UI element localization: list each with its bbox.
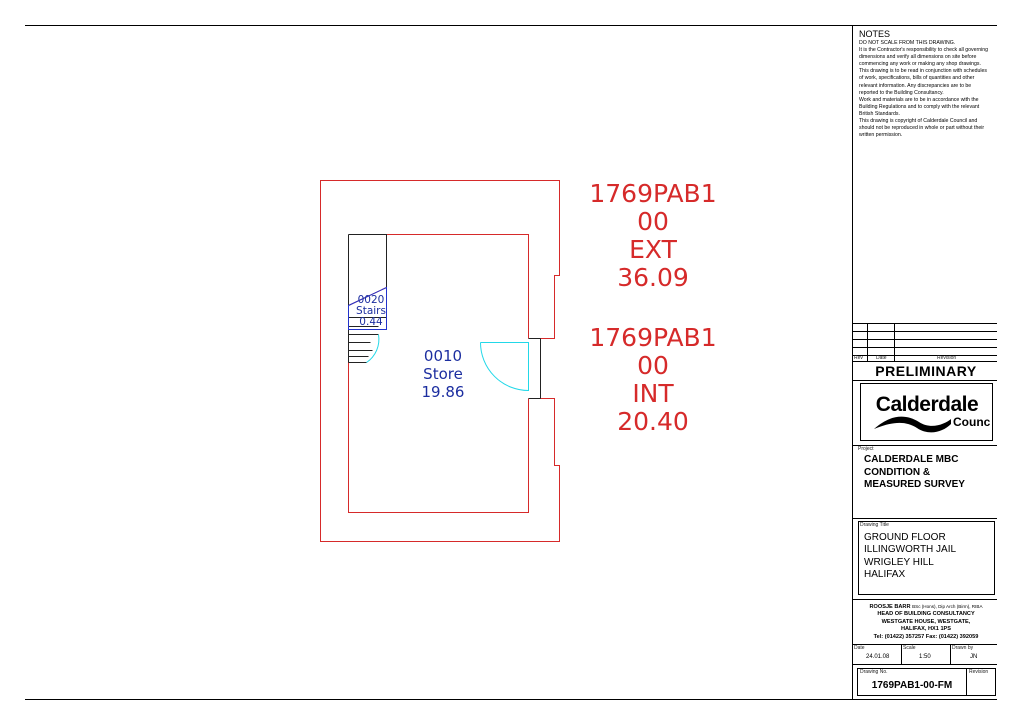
frame-top-line xyxy=(25,25,997,26)
stairs-area: 0.44 xyxy=(359,316,383,328)
int-area: 20.40 xyxy=(617,407,689,436)
room-name: Store xyxy=(423,365,463,383)
notes-line: This drawing is to be read in conjunctio… xyxy=(859,68,988,75)
int-floor: 00 xyxy=(637,351,669,380)
door-swing-stairs xyxy=(366,334,380,363)
frame-bottom-line xyxy=(25,699,997,700)
door-swing-main xyxy=(480,342,529,392)
date-column-header: Date xyxy=(876,355,887,361)
stairs-structure xyxy=(348,234,541,399)
stairs-outline xyxy=(348,234,387,363)
notes-line: This drawing is copyright of Calderdale … xyxy=(859,118,978,125)
room-label-stairs: 0020 Stairs 0.44 xyxy=(356,294,386,328)
notes-line: written permission. xyxy=(859,132,903,139)
stairs-name: Stairs xyxy=(356,305,386,317)
stairs-treads xyxy=(348,317,387,363)
date-value: 24.01.08 xyxy=(866,654,890,660)
notes-line: Work and materials are to be in accordan… xyxy=(859,96,979,103)
int-type: INT xyxy=(632,379,674,408)
notes-line: Building Regulations and to comply with … xyxy=(859,103,980,110)
ext-area: 36.09 xyxy=(617,263,689,292)
council-logo-graphic: Calderdale Council xyxy=(874,393,997,433)
notes-line: DO NOT SCALE FROM THIS DRAWING. xyxy=(859,40,956,46)
notes-body: DO NOT SCALE FROM THIS DRAWING.It is the… xyxy=(859,40,999,139)
status-banner: PRELIMINARY xyxy=(875,363,977,379)
scale-label: Scale xyxy=(903,645,916,651)
notes-line: It is the Contractor's responsibility to… xyxy=(859,47,989,54)
notes-line: British Standards. xyxy=(859,110,900,117)
ext-ref: 1769PAB1 xyxy=(589,179,716,208)
notes-line: reported to the Building Consultancy. xyxy=(859,89,944,96)
drawing-title-label: Drawing Title xyxy=(860,522,889,528)
notes-line: relevant information. Any discrepancies … xyxy=(859,82,972,89)
consultancy-details: ROOSJE BARR BSc (Hons), Dip Arch (Birm),… xyxy=(869,604,983,640)
ext-type: EXT xyxy=(629,235,677,264)
drawing-title: GROUND FLOOR ILLINGWORTH JAIL WRIGLEY HI… xyxy=(864,532,957,580)
internal-area-label: 1769PAB1 00 INT 20.40 xyxy=(589,323,716,436)
stairs-number: 0020 xyxy=(358,294,385,306)
room-number: 0010 xyxy=(424,347,462,365)
date-label: Date xyxy=(854,645,865,651)
notes-line: commencing any work or making any shop d… xyxy=(859,61,981,68)
scale-value: 1:50 xyxy=(919,654,931,660)
drawing-number-label: Drawing No. xyxy=(860,669,888,675)
drawn-by-value: JN xyxy=(970,654,978,660)
revision-box xyxy=(966,668,996,696)
drawing-title-box xyxy=(858,521,995,595)
consultant-qualifications: BSc (Hons), Dip Arch (Birm), RIBA xyxy=(912,604,983,609)
room-area: 19.86 xyxy=(422,383,465,401)
logo-word-calderdale: Calderdale xyxy=(876,393,978,416)
revision-column-header: Revision xyxy=(937,355,957,361)
drawing-number: 1769PAB1-00-FM xyxy=(871,680,953,691)
logo-wave-icon xyxy=(874,416,951,433)
inner-wall xyxy=(348,234,529,513)
notes-title: NOTES xyxy=(859,29,891,39)
logo-word-council: Council xyxy=(953,415,991,429)
notes-line: dimensions and verify all dimensions on … xyxy=(859,54,977,61)
revision-label: Revision xyxy=(969,669,989,675)
project-name: CALDERDALE MBC CONDITION & MEASURED SURV… xyxy=(864,454,965,490)
external-area-label: 1769PAB1 00 EXT 36.09 xyxy=(589,179,716,292)
project-label: Project xyxy=(858,446,874,452)
int-ref: 1769PAB1 xyxy=(589,323,716,352)
notes-line: of work, specifications, bills of quanti… xyxy=(859,75,975,82)
room-label-store: 0010 Store 19.86 xyxy=(422,347,465,401)
rev-column-header: Rev xyxy=(854,355,863,361)
stairs-tag-box xyxy=(348,286,387,330)
notes-line: should not be reproduced in whole or par… xyxy=(859,125,985,132)
ext-floor: 00 xyxy=(637,207,669,236)
consultant-name: ROOSJE BARR xyxy=(869,604,911,610)
title-block-left-line xyxy=(852,25,853,700)
door-jambs xyxy=(528,338,541,399)
door-swings xyxy=(366,334,529,392)
floor-plan: 0010 Store 19.86 0020 Stairs 0.44 1769PA… xyxy=(320,179,717,542)
drawn-by-label: Drawn by xyxy=(952,645,974,651)
council-logo: Calderdale Council xyxy=(860,383,997,441)
